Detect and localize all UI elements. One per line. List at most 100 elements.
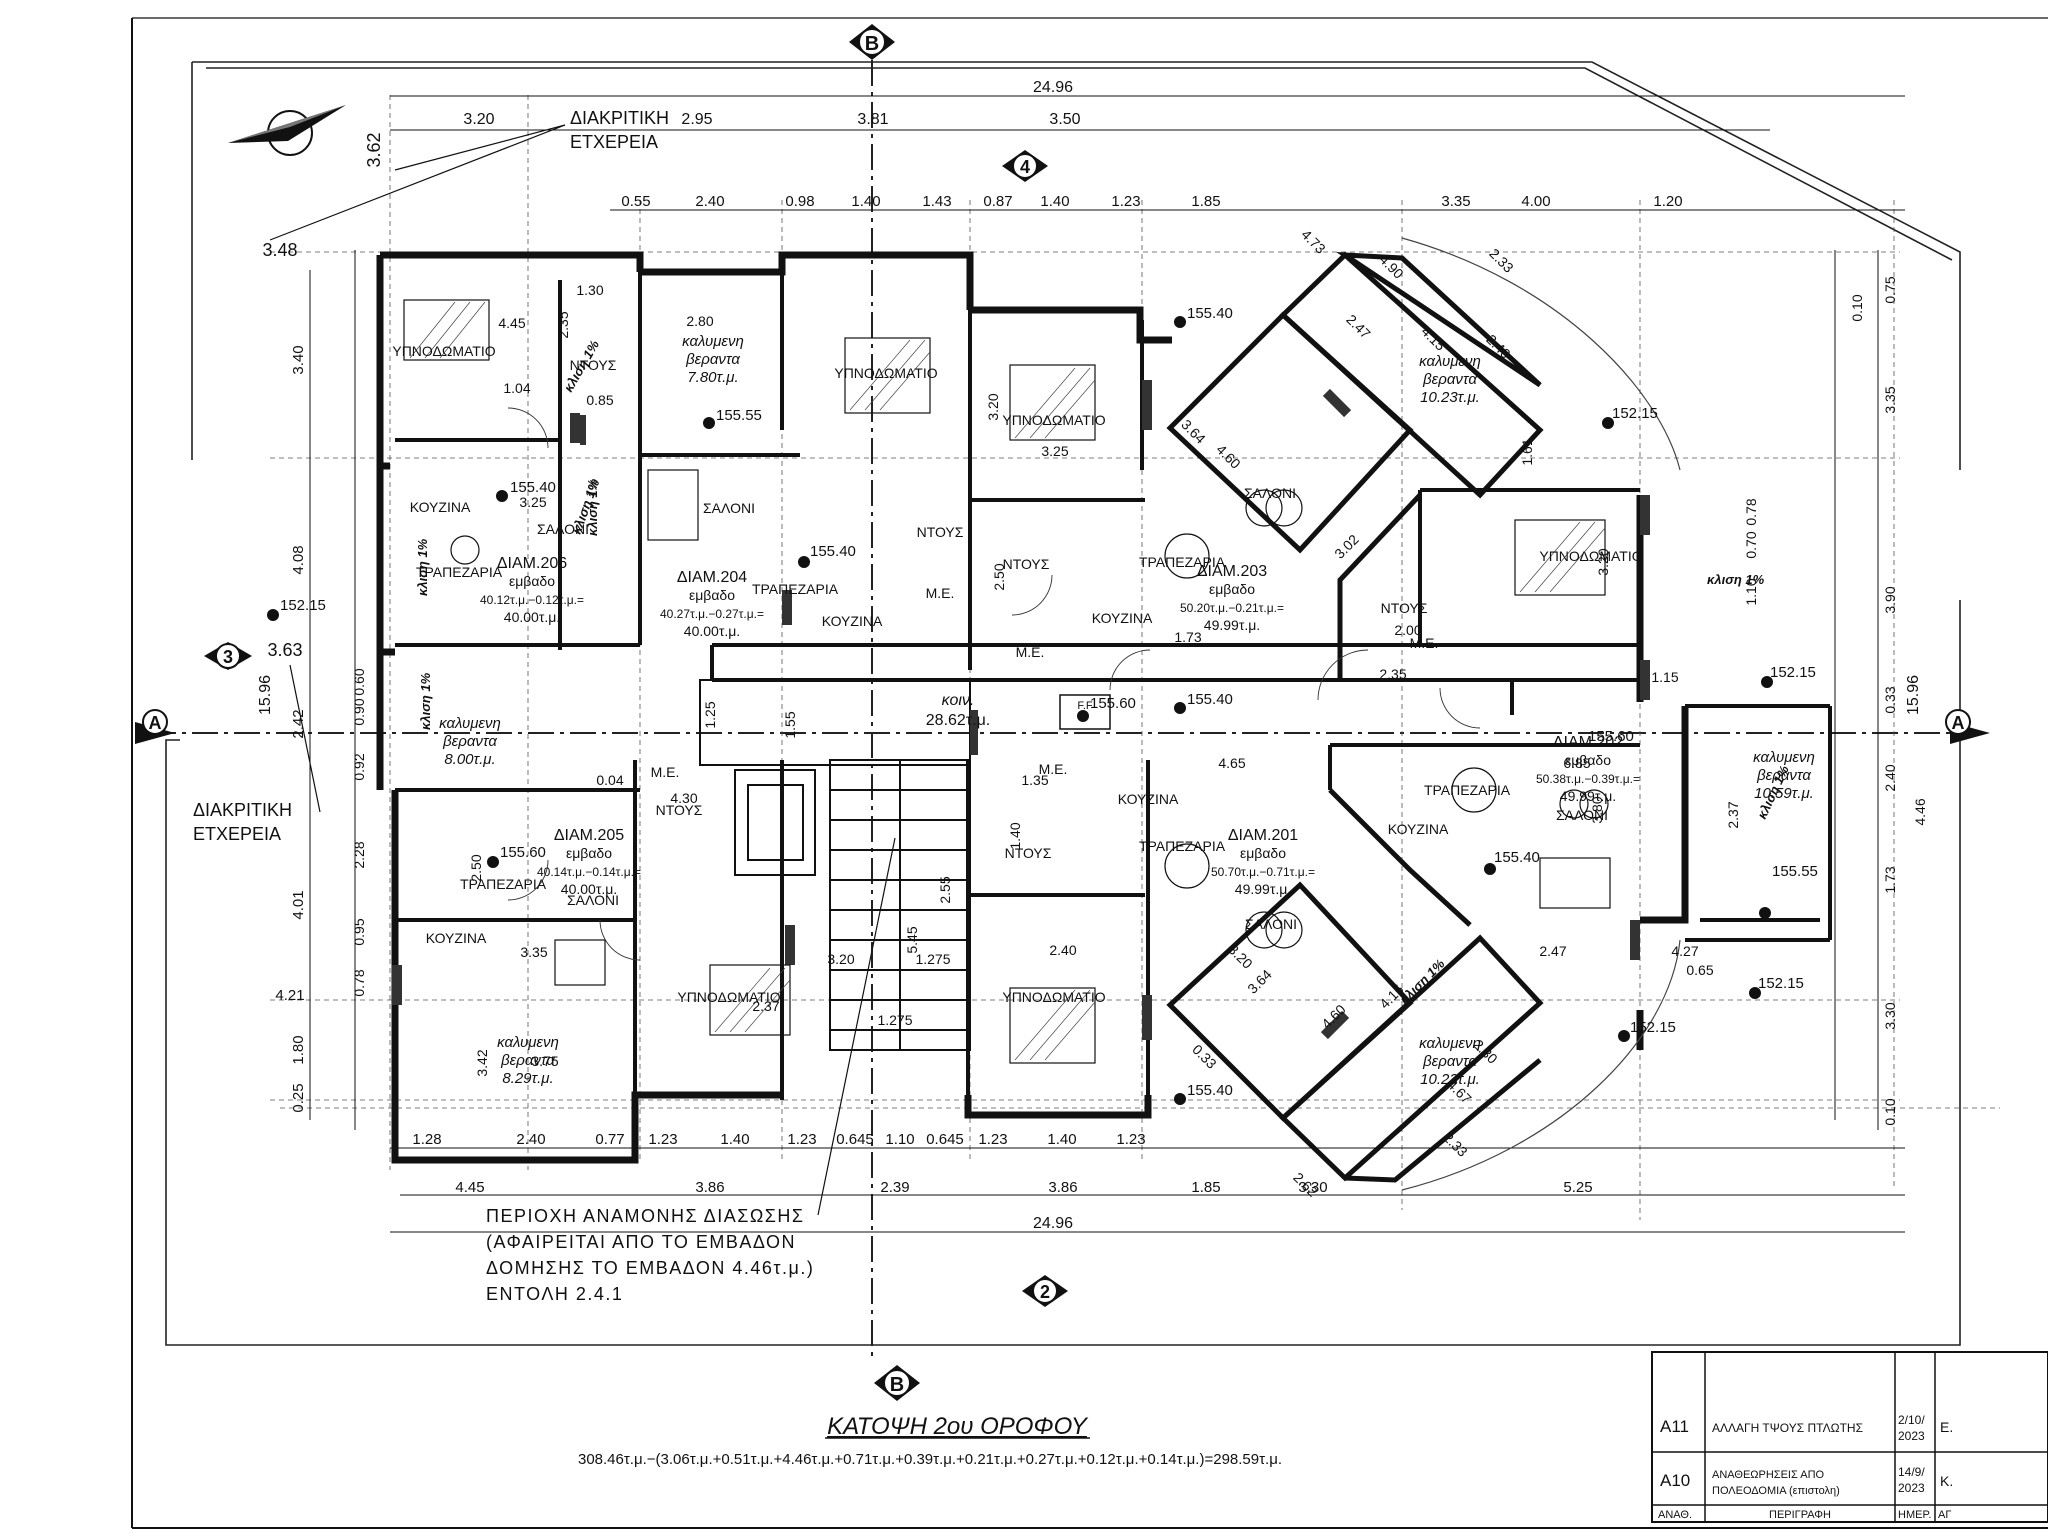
apartment-0-area: 40.00τ.μ.	[504, 609, 560, 625]
dim-right-2: 3.35	[1882, 386, 1898, 413]
dim-right-8: 2.40	[1882, 764, 1898, 791]
apartment-3-calc: 40.14τ.μ.−0.14τ.μ.=	[537, 865, 641, 879]
dim-int-11: 4.60	[1213, 441, 1244, 472]
room-label-living-20: ΣΑΛΟΝΙ	[1245, 916, 1297, 932]
dim-int-7: 3.25	[1041, 443, 1068, 459]
veranda-4-label2: βεραντα	[500, 1052, 555, 1069]
dim-int-46: 0.65	[1686, 962, 1713, 978]
dim-int-40: 3.20	[1225, 941, 1256, 972]
interior-walls	[395, 255, 1832, 1100]
dim-bot1-2: 0.77	[595, 1131, 624, 1148]
veranda-5-area: 10.23τ.μ.	[1420, 1071, 1480, 1088]
revision-desc-a10-line2: ΠΟΛΕΟΔΟΜΙΑ (επιστολη)	[1712, 1485, 1840, 1497]
revision-by-a10: Κ.	[1940, 1473, 1953, 1489]
dim-bot1-5: 1.23	[787, 1131, 816, 1148]
dim-int-53: 1.15	[1651, 669, 1678, 685]
dim-left-13: 4.21	[275, 987, 304, 1004]
dim-int-47: 0.33	[1189, 1041, 1220, 1072]
dim-left-11: 0.95	[351, 918, 367, 945]
slope-label-6: κλιση 1%	[1397, 956, 1448, 1007]
room-label-dining-27: ΤΡΑΠΕΖΑΡΙΑ	[1139, 838, 1226, 854]
waiting-area-line1: ΠΕΡΙΟΧΗ ΑΝΑΜΟΝΗΣ ΔΙΑΣΩΣΗΣ	[486, 1206, 805, 1226]
apartment-0-label: εμβαδο	[509, 573, 555, 589]
apartment-4-calc: 50.70τ.μ.−0.71τ.μ.=	[1211, 865, 1315, 879]
veranda-1-area: 10.23τ.μ.	[1420, 389, 1480, 406]
room-label-bedroom-0: ΥΠΝΟΔΩΜΑΤΙΟ	[392, 343, 495, 359]
dim-overall-bottom: 24.96	[1033, 1215, 1073, 1232]
veranda-0-area: 7.80τ.μ.	[687, 369, 738, 386]
site-arc	[1401, 237, 1681, 471]
dim-top1-3: 3.50	[1049, 111, 1080, 128]
room-labels: ΥΠΝΟΔΩΜΑΤΙΟΥΠΝΟΔΩΜΑΤΙΟΥΠΝΟΔΩΜΑΤΙΟΥΠΝΟΔΩΜ…	[392, 343, 1642, 1005]
dim-right-1: 0.10	[1849, 294, 1865, 321]
apartment-4-label: εμβαδο	[1240, 845, 1286, 861]
veranda-1-label2: βεραντα	[1422, 371, 1477, 388]
dim-right-4: 0.70	[1743, 531, 1759, 558]
room-label-dining-26: ΤΡΑΠΕΖΑΡΙΑ	[1139, 554, 1226, 570]
apartment-5-area: 49.99τ.μ.	[1560, 788, 1616, 804]
grid-bubble-B-bottom: B	[874, 1365, 920, 1401]
room-label-bedroom-1: ΥΠΝΟΔΩΜΑΤΙΟ	[834, 365, 937, 381]
revision-year-a11: 2023	[1898, 1429, 1925, 1443]
header-code: ΑΝΑΘ.	[1658, 1509, 1692, 1521]
dim-int-35: 1.275	[915, 951, 950, 967]
revision-date-a11: 2/10/	[1898, 1413, 1925, 1427]
grid-label-A-left: A	[149, 713, 162, 733]
dim-top2-1: 2.40	[695, 193, 724, 210]
dim-right-9: 4.46	[1912, 798, 1928, 825]
apartment-1-calc: 40.27τ.μ.−0.27τ.μ.=	[660, 607, 764, 621]
apartment-0-name: ΔΙΑΜ.206	[497, 555, 567, 572]
veranda-3-label2: βεραντα	[1756, 767, 1811, 784]
dim-int-37: 2.55	[937, 876, 953, 903]
apartment-3-label: εμβαδο	[566, 845, 612, 861]
dim-overall-top: 24.96	[1033, 79, 1073, 96]
bed-hatching	[409, 301, 1606, 1061]
slope-label-1: κλιση 1%	[585, 478, 600, 536]
dim-overall-right: 15.96	[1905, 675, 1922, 715]
dim-bot2-5: 3.30	[1298, 1179, 1327, 1196]
dim-right-10: 1.73	[1882, 866, 1898, 893]
dim-int-42: 4.60	[1318, 1001, 1349, 1032]
waiting-area-note: ΠΕΡΙΟΧΗ ΑΝΑΜΟΝΗΣ ΔΙΑΣΩΣΗΣ (ΑΦΑΙΡΕΙΤΑΙ ΑΠ…	[486, 837, 896, 1304]
header-date: ΗΜΕΡ.	[1898, 1509, 1931, 1521]
veranda-2-area: 8.00τ.μ.	[444, 751, 495, 768]
grid-bubble-A-left: A	[135, 709, 175, 744]
revision-desc-a10-line1: ΑΝΑΘΕΩΡΗΣΕΙΣ ΑΠΟ	[1712, 1469, 1825, 1481]
stair-core	[699, 679, 971, 1051]
grid-bubble-B-top: B	[849, 24, 895, 60]
waiting-area-line4: ΕΝΤΟΛΗ 2.4.1	[486, 1284, 623, 1304]
dim-top2-6: 1.40	[1040, 193, 1069, 210]
veranda-0-label2: βεραντα	[685, 351, 740, 368]
room-label-dining-24: ΤΡΑΠΕΖΑΡΙΑ	[416, 564, 503, 580]
angled-wings	[1166, 251, 1544, 1183]
dim-int-30: 3.35	[520, 944, 547, 960]
veranda-0-label: καλυμενη	[682, 333, 744, 350]
dim-int-4: 0.85	[586, 392, 613, 408]
dim-int-8: 3.20	[985, 393, 1001, 420]
dim-int-21: 1.55	[782, 711, 798, 738]
revision-code-a11: A11	[1660, 1417, 1689, 1436]
dim-bot1-7: 1.10	[885, 1131, 914, 1148]
dim-left-8: 0.92	[351, 753, 367, 780]
dim-bot2-1: 3.86	[695, 1179, 724, 1196]
apartment-5-name: ΔΙΑΜ.202	[1553, 734, 1623, 751]
dining-tables	[450, 469, 1611, 986]
level-ground-12: 152.15	[1612, 405, 1658, 422]
veranda-4-area: 8.29τ.μ.	[502, 1070, 553, 1087]
dim-left-4: 3.63	[267, 640, 302, 660]
apartment-3-name: ΔΙΑΜ.205	[554, 827, 624, 844]
dim-left-7: 2.42	[290, 709, 307, 738]
level-ground-13: 152.15	[1770, 664, 1816, 681]
dim-left-10: 4.01	[290, 890, 307, 919]
room-label-bath-10: ΝΤΟΥΣ	[1005, 845, 1052, 861]
dim-bot1-1: 2.40	[516, 1131, 545, 1148]
dim-right-0: 0.75	[1882, 276, 1898, 303]
room-label-bath-9: ΝΤΟΥΣ	[1381, 600, 1428, 616]
dim-top1-0: 3.20	[463, 111, 494, 128]
sheet-frame	[131, 17, 2048, 1529]
dim-bot1-0: 1.28	[412, 1131, 441, 1148]
hatched-columns	[392, 380, 1650, 1040]
room-label-living-22: ΣΑΛΟΝΙ	[537, 521, 589, 537]
room-label-storage-33: Μ.Ε.	[651, 764, 680, 780]
